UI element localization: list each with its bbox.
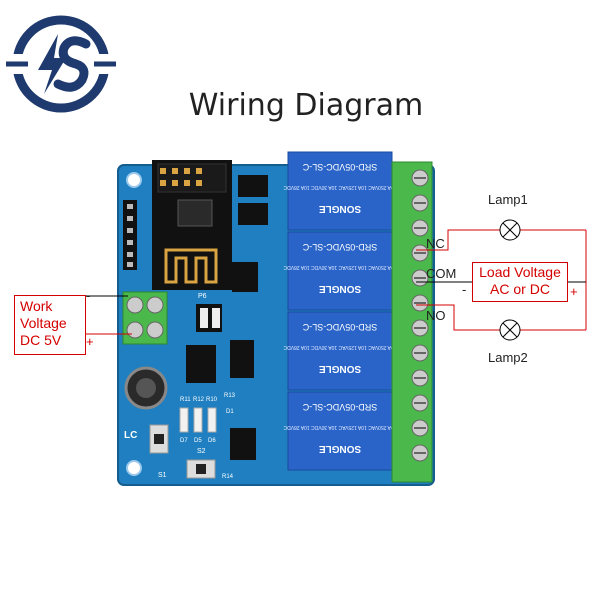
relay-brand-text: SONGLE (319, 443, 362, 454)
relay-model-text: SRD-05VDC-SL-C (302, 162, 377, 172)
silk-d7: D7 (180, 438, 188, 444)
silk-r10: R10 (206, 397, 218, 403)
lamp2-label: Lamp2 (488, 350, 528, 365)
relay-model-text: SRD-05VDC-SL-C (302, 402, 377, 412)
work-voltage-line1: Work (20, 298, 53, 314)
no-label: NO (426, 308, 446, 323)
silk-r11: R11 (180, 397, 191, 403)
driver-chip (186, 345, 216, 383)
relay-spec-text: 10A 250VAC 10A 125VAC 10A 30VDC 10A 28VD… (283, 424, 396, 430)
no-wire (416, 304, 500, 331)
pin-header (123, 200, 137, 270)
lamp1-icon (499, 219, 521, 241)
relay-spec-text: 10A 250VAC 10A 125VAC 10A 30VDC 10A 28VD… (283, 264, 396, 270)
silk-r14: R14 (222, 474, 234, 480)
silk-d5: D5 (194, 438, 202, 444)
silk-r13: R13 (224, 393, 236, 399)
power-neg-label: - (86, 288, 91, 303)
load-voltage-line1: Load Voltage (479, 264, 561, 280)
silk-lc: LC (124, 430, 138, 441)
work-voltage-line3: DC 5V (20, 332, 62, 348)
relay-3: SRD-05VDC-SL-C SONGLE 10A 250VAC 10A 125VA… (283, 311, 396, 391)
relay-spec-text: 10A 250VAC 10A 125VAC 10A 30VDC 10A 28VD… (283, 344, 396, 350)
silk-r12: R12 (193, 397, 205, 403)
relay-model-text: SRD-05VDC-SL-C (302, 242, 377, 252)
relay-spec-text: 10A 250VAC 10A 125VAC 10A 30VDC 10A 28VD… (283, 184, 396, 190)
lamp1-label: Lamp1 (488, 192, 528, 207)
relay-brand-text: SONGLE (319, 203, 362, 214)
relay-1: SRD-05VDC-SL-C SONGLE 10A 250VAC 10A 125VA… (283, 151, 396, 231)
diagram-title: Wiring Diagram (188, 88, 424, 123)
load-pos-label: + (570, 284, 578, 299)
work-voltage-line2: Voltage (20, 315, 67, 331)
lamp2-icon (499, 319, 521, 341)
load-neg-label: - (462, 282, 467, 297)
silk-d1: D1 (226, 409, 234, 415)
work-voltage-box: Work Voltage DC 5V (14, 295, 86, 355)
relay-brand-text: SONGLE (319, 283, 362, 294)
nc-wire (416, 229, 500, 251)
relay-2: SRD-05VDC-SL-C SONGLE 10A 250VAC 10A 125VA… (283, 231, 396, 311)
relay-4: SRD-05VDC-SL-C SONGLE 10A 250VAC 10A 125VA… (283, 391, 396, 471)
silk-d6: D6 (208, 438, 216, 444)
silk-s1: S1 (158, 472, 167, 479)
relay-brand-text: SONGLE (319, 363, 362, 374)
load-voltage-box: Load Voltage AC or DC (472, 262, 568, 302)
silk-p6: P6 (198, 293, 207, 300)
relay-model-text: SRD-05VDC-SL-C (302, 322, 377, 332)
com-label: COM (426, 266, 457, 281)
power-pos-label: + (86, 334, 94, 349)
nc-label: NC (426, 236, 445, 251)
load-voltage-line2: AC or DC (490, 281, 550, 297)
ls-lightning-logo-icon (4, 15, 118, 113)
silk-s2: S2 (197, 448, 206, 455)
